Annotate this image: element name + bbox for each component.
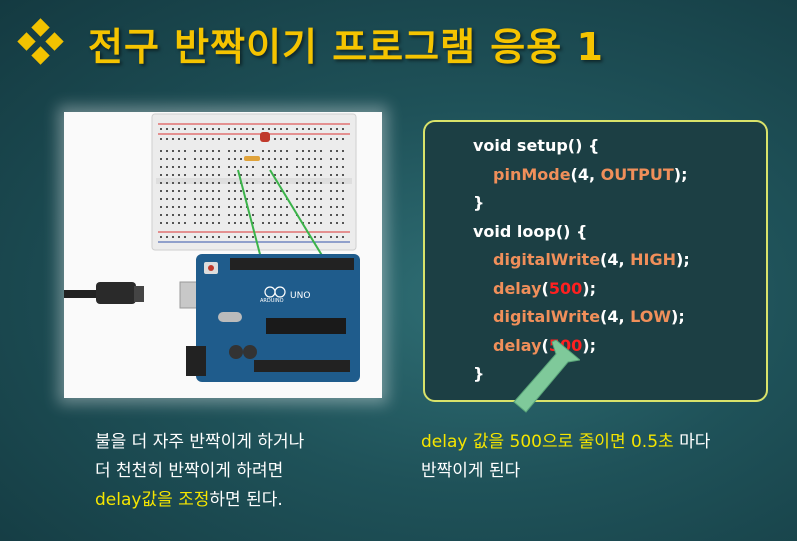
code-punct: (4, [600, 307, 631, 326]
code-panel: void setup() { pinMode(4, OUTPUT); } voi… [423, 120, 768, 402]
code-line-loop: void loop() { [473, 221, 588, 241]
pointer-arrow-icon [513, 340, 580, 413]
code-punct: ); [582, 335, 596, 355]
code-fn: delay [493, 278, 542, 298]
slide-title: 전구 반짝이기 프로그램 응용 1 [88, 25, 604, 69]
caption-left-line2: 더 천천히 반짝이게 하려면 [95, 461, 284, 481]
code-punct: ( [541, 335, 549, 355]
code-punct: (4, [600, 250, 631, 269]
code-punct: (4, [570, 164, 601, 184]
code-line-close1: } [473, 193, 485, 212]
code-fn: pinMode [493, 164, 571, 184]
code-fn: digitalWrite [493, 307, 601, 326]
code-fn: delay [493, 335, 542, 355]
code-line-close2: } [473, 364, 485, 383]
code-arg: HIGH [630, 250, 677, 269]
code-line-write-low: digitalWrite(4, LOW); [473, 303, 766, 332]
code-punct: ); [582, 278, 596, 298]
title-row [17, 14, 64, 70]
caption-text: 하면 된다. [209, 490, 283, 510]
caption-right: delay 값을 500으로 줄이면 0.5초 마다 반짝이게 된다 [421, 428, 710, 486]
usb-cable-icon [96, 282, 136, 304]
code-line-pinmode: pinMode(4, OUTPUT); [473, 161, 766, 190]
caption-highlight: delay 값을 500으로 줄이면 0.5초 [421, 432, 674, 452]
arduino-breadboard-figure: UNO ARDUINO [64, 112, 382, 398]
code-arg: LOW [630, 307, 672, 326]
caption-right-line1: delay 값을 500으로 줄이면 0.5초 마다 [421, 428, 710, 457]
code-line-setup: void setup() { [473, 136, 600, 155]
caption-highlight: delay값을 조정 [95, 490, 210, 510]
board-brand: ARDUINO [260, 298, 284, 304]
code-punct: ( [541, 278, 549, 298]
caption-text: 마다 [673, 432, 711, 452]
code-punct: ); [673, 164, 688, 184]
code-punct: ); [676, 250, 690, 269]
diamond-bullet-icon [17, 18, 64, 65]
code-num: 500 [548, 278, 583, 298]
caption-left: 불을 더 자주 반짝이게 하거나 더 천천히 반짝이게 하려면 delay값을 … [95, 428, 304, 515]
caption-right-line2: 반짝이게 된다 [421, 461, 521, 481]
code-fn: digitalWrite [493, 250, 601, 269]
code-arg: OUTPUT [600, 164, 674, 184]
circuit-illustration: UNO ARDUINO [64, 113, 360, 382]
code-punct: ); [671, 307, 685, 326]
code-line-delay1: delay(500); [473, 275, 766, 304]
resistor-icon [244, 156, 260, 161]
led-icon [260, 132, 270, 142]
caption-left-line3: delay값을 조정하면 된다. [95, 486, 304, 515]
code-line-write-high: digitalWrite(4, HIGH); [473, 246, 766, 275]
board-logo: UNO [290, 291, 310, 301]
caption-left-line1: 불을 더 자주 반짝이게 하거나 [95, 432, 305, 452]
